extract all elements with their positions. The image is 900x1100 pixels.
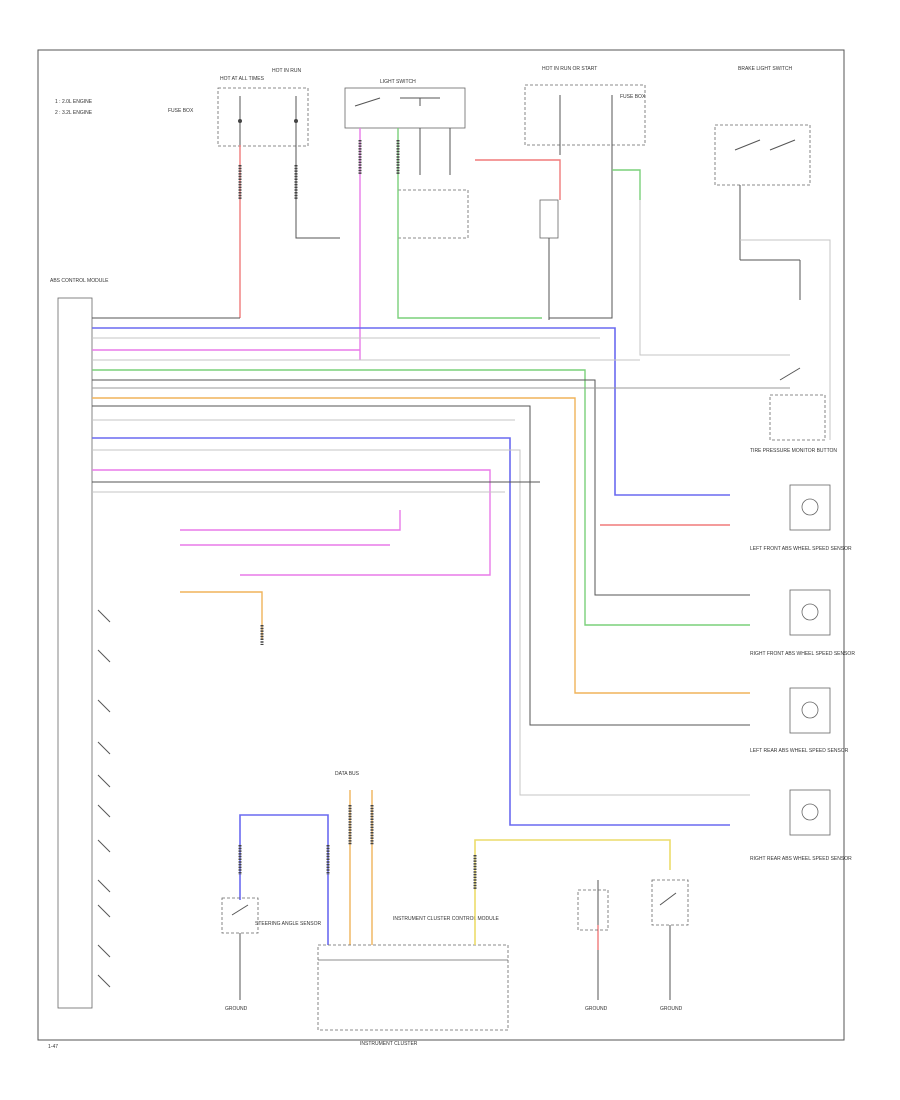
diagram-frame bbox=[37, 49, 845, 1041]
wheel-sensor-lr bbox=[789, 687, 831, 734]
fuse-source-right: HOT IN RUN OR START FUSE BOX bbox=[524, 66, 646, 239]
label-ground-middle: GROUND bbox=[585, 1006, 608, 1012]
label-controller-module: ABS CONTROL MODULE bbox=[50, 278, 109, 284]
label-fuse-box-left: FUSE BOX bbox=[168, 108, 194, 114]
wheel-sensor-rr bbox=[789, 789, 831, 836]
top-feeds bbox=[238, 128, 831, 440]
label-wheel-sensor-rr: RIGHT REAR ABS WHEEL SPEED SENSOR bbox=[750, 856, 852, 862]
steering-sensor: STEERING ANGLE SENSOR GROUND bbox=[221, 814, 330, 1012]
label-hot-in-run-start: HOT IN RUN OR START bbox=[542, 66, 597, 72]
brake-light-switch: BRAKE LIGHT SWITCH bbox=[714, 66, 811, 300]
label-fuse-box-right: FUSE BOX bbox=[620, 94, 646, 100]
label-ground-left: GROUND bbox=[225, 1006, 248, 1012]
tire-pressure-monitor-button: TIRE PRESSURE MONITOR BUTTON bbox=[750, 367, 837, 454]
label-wheel-sensor-lf: LEFT FRONT ABS WHEEL SPEED SENSOR bbox=[750, 546, 852, 552]
label-instrument-cluster: INSTRUMENT CLUSTER bbox=[360, 1041, 418, 1047]
label-ground-right: GROUND bbox=[660, 1006, 683, 1012]
module-ground-list bbox=[97, 609, 111, 988]
legend-item-1: 1 : 2.0L ENGINE bbox=[55, 99, 93, 105]
fuse-source-left: HOT AT ALL TIMES HOT IN RUN FUSE BOX bbox=[168, 68, 309, 147]
label-hot-in-run: HOT IN RUN bbox=[272, 68, 301, 74]
label-steering-sensor: STEERING ANGLE SENSOR bbox=[255, 921, 322, 927]
label-wheel-sensor-rf: RIGHT FRONT ABS WHEEL SPEED SENSOR bbox=[750, 651, 855, 657]
label-light-switch: LIGHT SWITCH bbox=[380, 79, 416, 85]
abs-control-module: ABS CONTROL MODULE bbox=[50, 278, 109, 1009]
label-data-bus: DATA BUS bbox=[335, 771, 360, 777]
legend: 1 : 2.0L ENGINE 2 : 3.2L ENGINE bbox=[55, 99, 93, 116]
label-brake-light-switch: BRAKE LIGHT SWITCH bbox=[738, 66, 792, 72]
instrument-cluster: INSTRUMENT CLUSTER CONTROL MODULE INSTRU… bbox=[317, 839, 689, 1047]
wheel-sensor-lf bbox=[789, 484, 831, 531]
label-cluster-module: INSTRUMENT CLUSTER CONTROL MODULE bbox=[393, 916, 500, 922]
wheel-sensor-rf bbox=[789, 589, 831, 636]
label-tpm-button: TIRE PRESSURE MONITOR BUTTON bbox=[750, 448, 837, 454]
footer-code: 1-47 bbox=[48, 1044, 58, 1050]
label-hot-at-all-times: HOT AT ALL TIMES bbox=[220, 76, 265, 82]
label-wheel-sensor-lr: LEFT REAR ABS WHEEL SPEED SENSOR bbox=[750, 748, 849, 754]
legend-item-2: 2 : 3.2L ENGINE bbox=[55, 110, 93, 116]
module-harness bbox=[92, 317, 790, 826]
data-bus: DATA BUS bbox=[335, 771, 374, 945]
wheel-sensors: LEFT FRONT ABS WHEEL SPEED SENSOR RIGHT … bbox=[750, 484, 855, 862]
